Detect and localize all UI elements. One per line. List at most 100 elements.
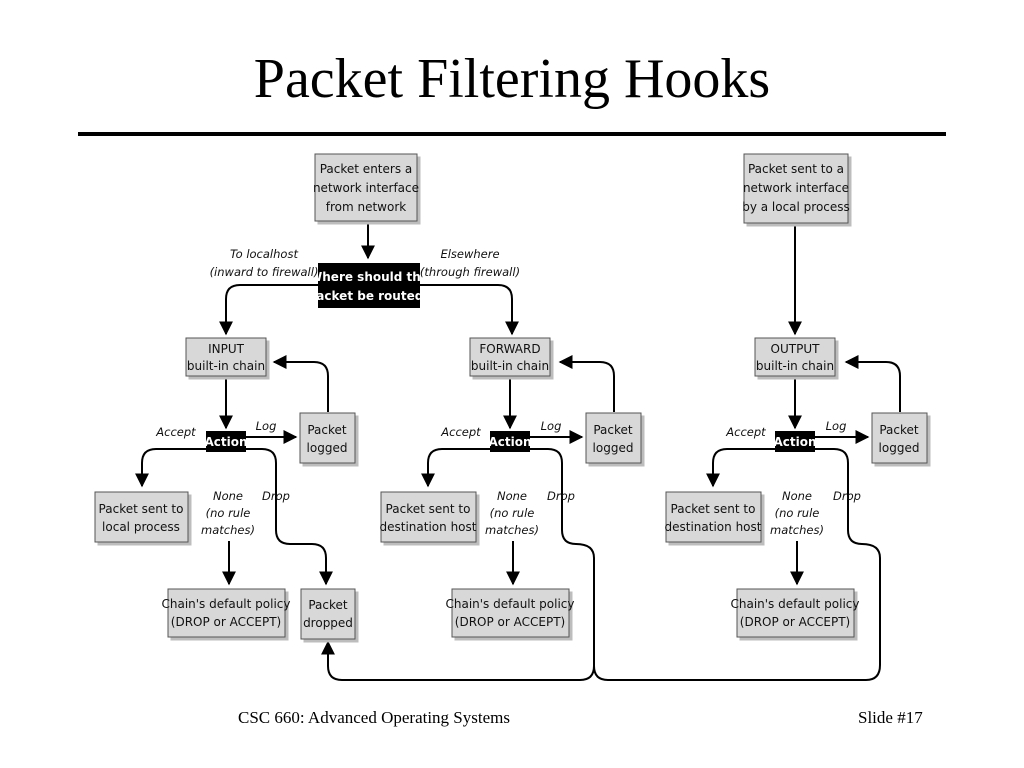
- arrow-forward-drop: [530, 448, 595, 620]
- output-chain: OUTPUT built-in chain Action Log Packet …: [665, 337, 928, 638]
- input-policy-box: [167, 588, 286, 638]
- arrow-drops-to-dropped: [593, 620, 609, 681]
- dropped-2: dropped: [303, 616, 353, 630]
- footer-course: CSC 660: Advanced Operating Systems: [238, 708, 510, 727]
- output-chain-name-2: built-in chain: [756, 359, 834, 373]
- forward-action: Action: [488, 435, 531, 449]
- forward-chain-box: [469, 337, 551, 377]
- arrow-output-accept: [706, 448, 775, 488]
- output-none-2: (no rule: [775, 506, 820, 520]
- output-policy-box: [736, 588, 855, 638]
- footer-slide-number: Slide #17: [858, 708, 923, 727]
- input-policy-2: (DROP or ACCEPT): [171, 615, 281, 629]
- local-entry-box: Packet sent to a network interface by a …: [742, 153, 850, 224]
- input-none-3: matches): [201, 523, 255, 537]
- output-accept-target-1: Packet sent to: [671, 502, 756, 516]
- forward-policy-2: (DROP or ACCEPT): [455, 615, 565, 629]
- dropped-1: Packet: [308, 598, 348, 612]
- input-policy-1: Chain's default policy: [161, 597, 290, 611]
- output-logged-box: [871, 412, 928, 464]
- forward-accept-label: Accept: [440, 425, 481, 439]
- input-drop-label: Drop: [262, 489, 290, 503]
- slide-title: Packet Filtering Hooks: [253, 48, 771, 110]
- output-chain-box: [754, 337, 836, 377]
- arrow-input-drop: [246, 448, 333, 586]
- forward-accept-target-2: destination host: [380, 520, 477, 534]
- forward-logged-box: [585, 412, 642, 464]
- output-none-3: matches): [770, 523, 824, 537]
- entry-line-3: from network: [326, 200, 407, 214]
- forward-chain-name-2: built-in chain: [471, 359, 549, 373]
- forward-action-box: [490, 431, 530, 452]
- input-chain: INPUT built-in chain Action Log Packet l…: [94, 337, 356, 638]
- forward-accept-target-1: Packet sent to: [386, 502, 471, 516]
- forward-none-1: None: [497, 489, 527, 503]
- local-entry-line-2: network interface: [743, 181, 849, 195]
- entry-line-1: Packet enters a: [320, 162, 413, 176]
- forward-drop-label: Drop: [547, 489, 575, 503]
- input-none-2: (no rule: [206, 506, 251, 520]
- output-policy-2: (DROP or ACCEPT): [740, 615, 850, 629]
- input-action: Action: [204, 435, 247, 449]
- output-action-box: [775, 431, 815, 452]
- dropped-box: Packet dropped: [300, 588, 356, 640]
- forward-chain: FORWARD built-in chain Action Log Packet…: [380, 337, 642, 638]
- forward-logged-1: Packet: [593, 423, 633, 437]
- output-logged-2: logged: [879, 441, 920, 455]
- arrow-output-drop: [608, 448, 881, 681]
- arrow-output-logged-back: [844, 355, 901, 412]
- forward-accept-target-box: [380, 491, 477, 543]
- output-policy-1: Chain's default policy: [730, 597, 859, 611]
- forward-none-3: matches): [485, 523, 539, 537]
- input-none-1: None: [213, 489, 243, 503]
- elsewhere-line-1: Elsewhere: [440, 247, 499, 261]
- input-accept-target-2: local process: [102, 520, 180, 534]
- arrow-input-accept: [135, 448, 206, 488]
- input-chain-box: [185, 337, 267, 377]
- forward-logged-2: logged: [593, 441, 634, 455]
- route-line-1: Where should the: [309, 270, 429, 284]
- input-log-label: Log: [256, 419, 277, 433]
- output-log-label: Log: [826, 419, 847, 433]
- arrow-return-to-dropped: [321, 640, 595, 681]
- to-localhost-line-1: To localhost: [230, 247, 298, 261]
- input-chain-name-2: built-in chain: [187, 359, 265, 373]
- output-action: Action: [773, 435, 816, 449]
- forward-policy-box: [451, 588, 570, 638]
- input-action-box: [206, 431, 246, 452]
- forward-none-2: (no rule: [490, 506, 535, 520]
- forward-policy-1: Chain's default policy: [445, 597, 574, 611]
- output-chain-name-1: OUTPUT: [771, 342, 821, 356]
- output-accept-target-box: [665, 491, 762, 543]
- arrow-forward-accept: [421, 448, 490, 488]
- route-line-2: packet be routed?: [308, 289, 431, 303]
- input-accept-target-1: Packet sent to: [99, 502, 184, 516]
- arrow-route-to-input: [219, 284, 318, 336]
- elsewhere-line-2: (through firewall): [420, 265, 520, 279]
- entry-box: Packet enters a network interface from n…: [313, 153, 419, 222]
- arrow-forward-logged-back: [558, 355, 615, 412]
- input-logged-box: [299, 412, 356, 464]
- local-entry-line-1: Packet sent to a: [748, 162, 844, 176]
- input-logged-2: logged: [307, 441, 348, 455]
- arrow-input-logged-back: [272, 355, 329, 412]
- output-accept-label: Accept: [725, 425, 766, 439]
- entry-line-2: network interface: [313, 181, 419, 195]
- arrow-route-to-forward: [420, 284, 519, 336]
- input-accept-target-box: [94, 491, 189, 543]
- output-none-1: None: [782, 489, 812, 503]
- output-accept-target-2: destination host: [665, 520, 762, 534]
- forward-log-label: Log: [541, 419, 562, 433]
- title-divider: [78, 132, 946, 136]
- to-localhost-line-2: (inward to firewall): [210, 265, 319, 279]
- route-decision: Where should the packet be routed?: [308, 263, 431, 308]
- output-drop-label: Drop: [833, 489, 861, 503]
- connectors: [135, 222, 901, 681]
- input-logged-1: Packet: [307, 423, 347, 437]
- forward-chain-name-1: FORWARD: [479, 342, 540, 356]
- input-chain-name-1: INPUT: [208, 342, 245, 356]
- input-accept-label: Accept: [155, 425, 196, 439]
- output-logged-1: Packet: [879, 423, 919, 437]
- local-entry-line-3: by a local process: [742, 200, 850, 214]
